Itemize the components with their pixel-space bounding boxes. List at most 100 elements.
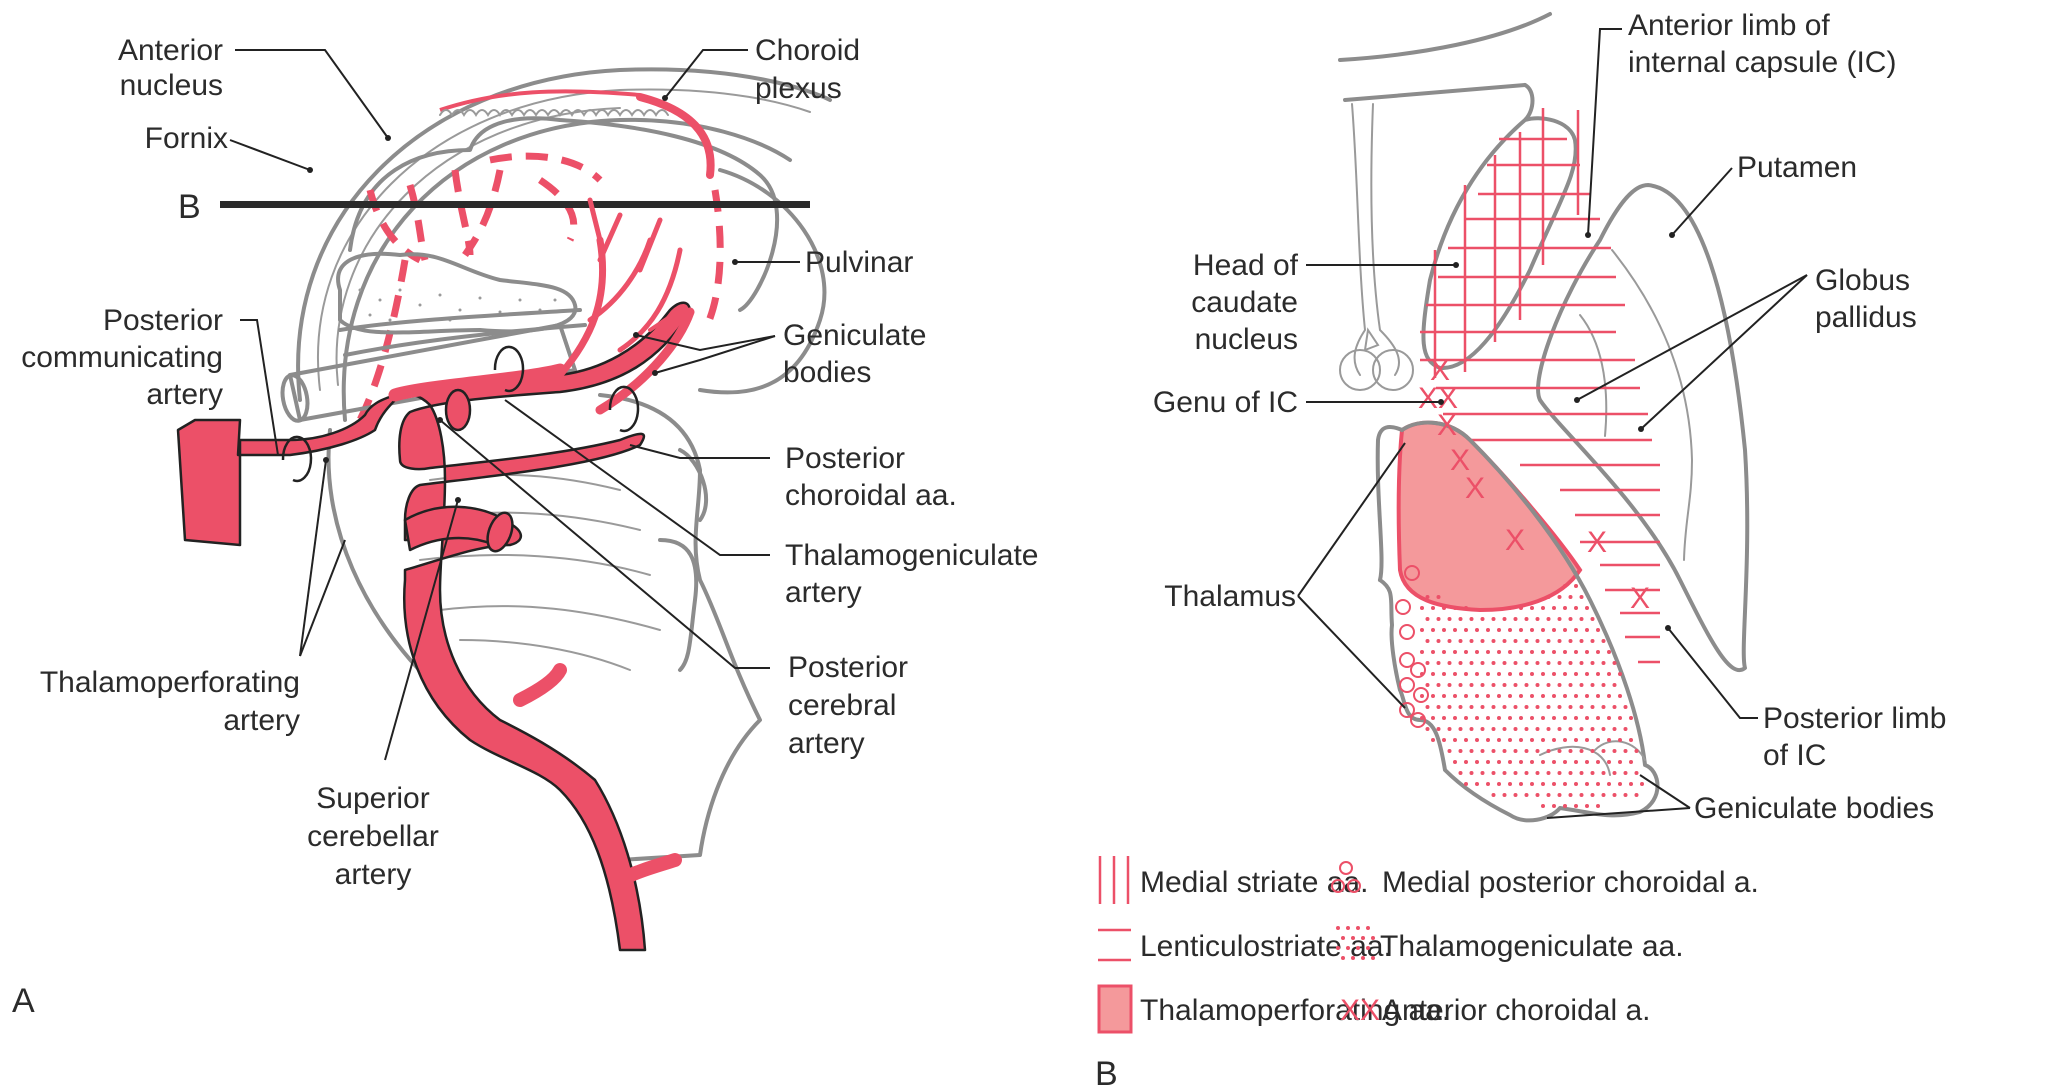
dot	[1453, 760, 1457, 764]
dot	[1607, 760, 1611, 764]
dot	[1541, 672, 1545, 676]
dot	[1513, 639, 1518, 643]
dot	[1464, 716, 1468, 720]
dot	[1447, 683, 1452, 687]
dot	[1513, 749, 1518, 753]
dot	[1524, 771, 1529, 775]
dot	[1519, 694, 1523, 698]
dot	[1546, 705, 1551, 709]
dot	[1541, 804, 1545, 808]
label-pca-3: artery	[788, 727, 865, 760]
label-fornix: Fornix	[145, 122, 228, 155]
dot	[1486, 782, 1490, 786]
thalamogeniculate-dots	[1420, 584, 1644, 808]
label-geniculate-2: bodies	[783, 356, 871, 389]
svg-text:X: X	[1450, 444, 1470, 477]
dot	[1447, 727, 1452, 731]
dot	[1491, 771, 1496, 775]
dot	[1546, 639, 1551, 643]
dot	[1508, 738, 1512, 742]
dot	[1420, 694, 1424, 698]
dot	[1480, 727, 1485, 731]
label-anterior-limb-1: Anterior limb of	[1628, 9, 1830, 42]
dot	[1574, 804, 1578, 808]
dot	[1431, 738, 1435, 742]
dot	[1420, 716, 1424, 720]
dot	[1546, 749, 1551, 753]
dot	[1469, 749, 1474, 753]
dot	[1607, 650, 1611, 654]
dot	[1585, 628, 1589, 632]
dot	[1508, 782, 1512, 786]
dot	[1552, 716, 1556, 720]
legend-item-thalamoperforating: Thalamoperforating aa.	[1097, 984, 1450, 1034]
svg-text:X: X	[1465, 472, 1485, 505]
label-pcom-3: artery	[146, 378, 223, 411]
dot	[1442, 716, 1446, 720]
dot	[1579, 727, 1584, 731]
dot	[1541, 716, 1545, 720]
dot	[1568, 683, 1573, 687]
dot	[1502, 661, 1507, 665]
dot	[1491, 683, 1496, 687]
corpus-callosum	[1338, 12, 1552, 62]
svg-text:Lenticulostriate aa.: Lenticulostriate aa.	[1140, 930, 1392, 963]
panel-a-letter: A	[12, 982, 35, 1020]
dot	[1568, 617, 1573, 621]
dot	[1502, 639, 1507, 643]
label-choroid-plexus-1: Choroid	[755, 34, 860, 67]
dot	[1541, 738, 1545, 742]
dot	[1563, 650, 1567, 654]
choroid-plexus	[439, 109, 669, 117]
dot	[1557, 705, 1562, 709]
dot	[1453, 716, 1457, 720]
dot	[1530, 672, 1534, 676]
dot	[1491, 661, 1496, 665]
label-sca-1: Superior	[316, 782, 429, 815]
lenticulostriate-lines	[1420, 137, 1660, 664]
dot	[1502, 793, 1507, 797]
dot	[1346, 946, 1350, 950]
dot	[1425, 727, 1430, 731]
dot	[1458, 727, 1463, 731]
dot	[1497, 760, 1501, 764]
dot	[1563, 672, 1567, 676]
dot	[1464, 760, 1468, 764]
dot	[1596, 760, 1600, 764]
label-choroid-plexus-2: plexus	[755, 72, 842, 105]
label-sca-2: cerebellar	[307, 820, 439, 853]
dot	[1552, 804, 1556, 808]
dotted-mass-texture	[358, 288, 557, 322]
dot	[1486, 628, 1490, 632]
dot	[1574, 760, 1578, 764]
dot	[1447, 617, 1452, 621]
dot	[1568, 749, 1573, 753]
dot	[1502, 617, 1507, 621]
dotted-mass	[336, 251, 578, 335]
dot	[1524, 749, 1529, 753]
dot	[1530, 782, 1534, 786]
dot	[1552, 650, 1556, 654]
dot	[1420, 606, 1424, 610]
dot	[1590, 727, 1595, 731]
dot	[1513, 661, 1518, 665]
label-pcom-2: communicating	[21, 341, 223, 374]
svg-text:Thalamogeniculate aa.: Thalamogeniculate aa.	[1380, 930, 1684, 963]
dot	[1351, 956, 1355, 960]
dot	[1458, 705, 1463, 709]
dot	[1546, 771, 1551, 775]
svg-text:X: X	[1630, 582, 1650, 615]
dot	[1634, 771, 1639, 775]
dot	[1366, 946, 1370, 950]
dot	[1541, 694, 1545, 698]
dot	[1623, 771, 1628, 775]
dot	[1574, 650, 1578, 654]
legend-symbol-horizontal-lines	[1098, 928, 1131, 962]
dot	[1563, 804, 1567, 808]
dot	[1618, 738, 1622, 742]
dot	[1336, 926, 1340, 930]
dot	[1475, 782, 1479, 786]
dot	[1552, 628, 1556, 632]
dot	[1486, 738, 1490, 742]
dot	[1356, 926, 1360, 930]
